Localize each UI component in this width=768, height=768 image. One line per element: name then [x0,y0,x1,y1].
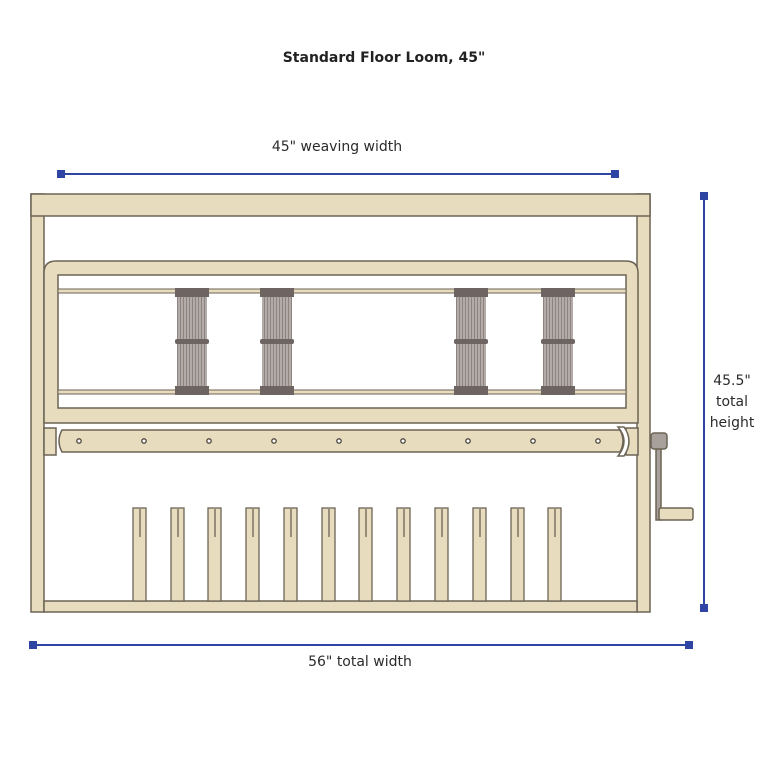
left-upright [30,193,45,613]
weaving-width-label: 45" weaving width [271,139,403,155]
top-beam [30,193,651,217]
total-height-word1: total [715,394,748,410]
heddle-bundle-3 [454,288,488,395]
heddle-bundle-4 [541,288,575,395]
right-upright [636,193,651,613]
total-height-dimension [700,192,708,612]
crank-handle [658,507,694,521]
beam-holes [76,438,601,444]
diagram-title: Standard Floor Loom, 45" [282,50,486,66]
heddle-bundle-2 [260,288,294,395]
crank-hub [650,432,668,450]
total-width-label: 56" total width [308,654,412,670]
total-height-value: 45.5" [713,373,751,389]
total-width-dimension [29,641,693,649]
heddle-bundle-1 [175,288,209,395]
total-height-word2: height [709,415,755,431]
total-height-label: 45.5" total height [706,371,758,434]
ratchet [616,426,630,457]
weaving-width-dimension [57,170,619,178]
beam-end-left [43,427,57,456]
bottom-beam [43,600,638,613]
treadles [132,507,562,602]
heddle-bundles [175,288,575,395]
shaft-rods [57,288,627,395]
